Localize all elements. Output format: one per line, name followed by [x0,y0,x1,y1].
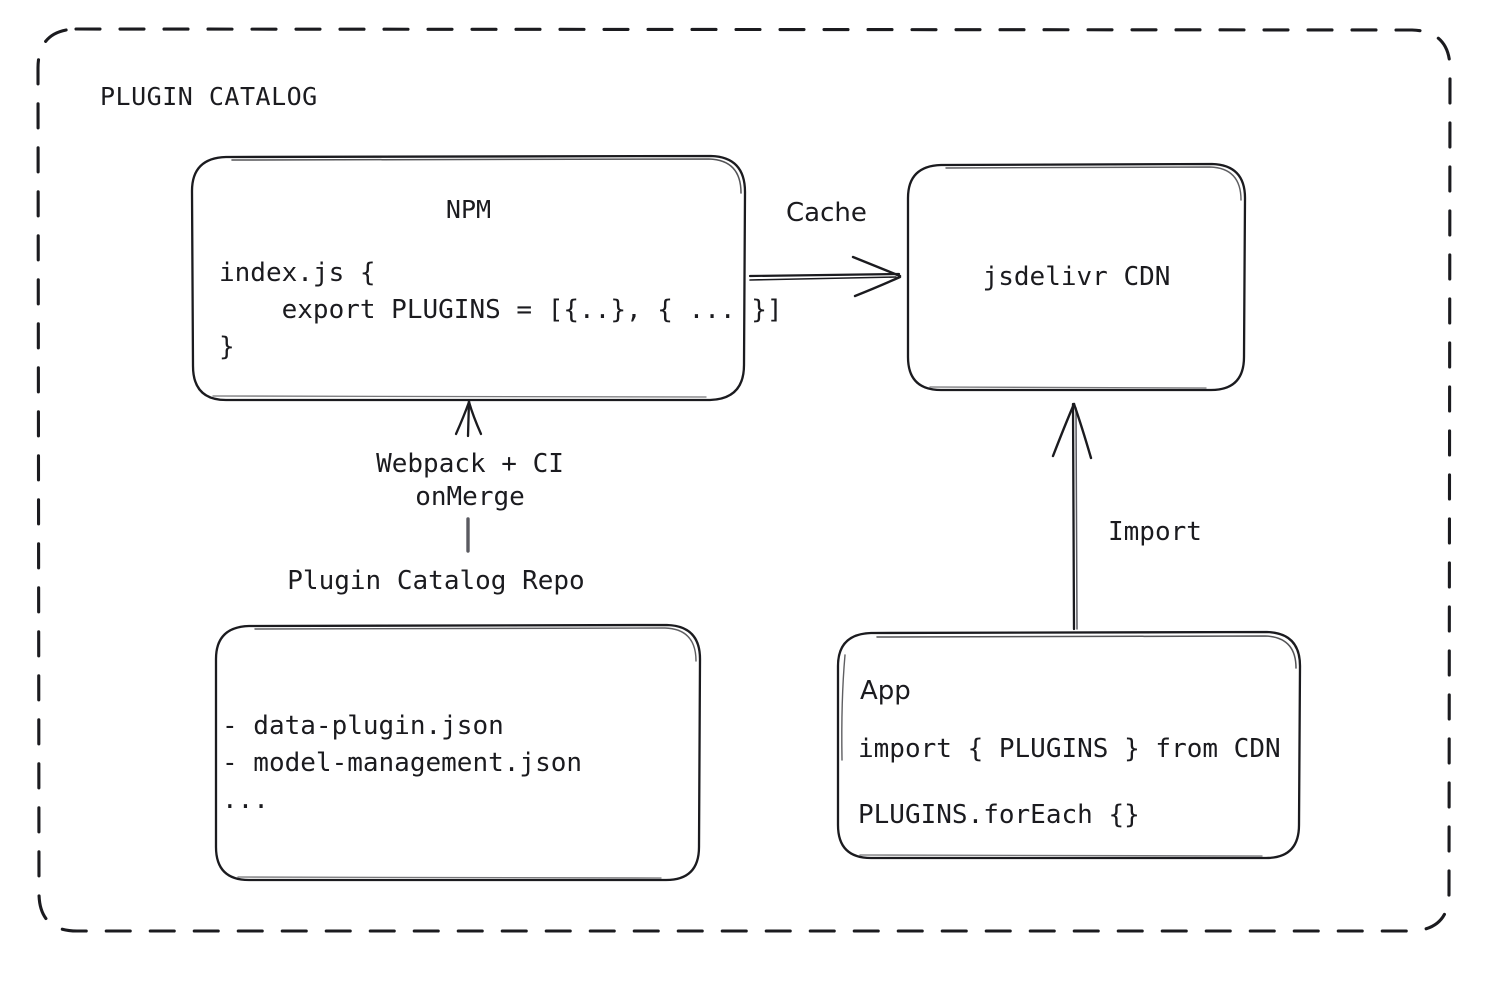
cache-edge-label: Cache [786,198,867,228]
cache-edge[interactable] [748,258,903,298]
app-node-title: App [860,676,911,706]
npm-node-title: NPM [445,195,492,224]
repo-node[interactable] [216,625,700,880]
cdn-node-title: jsdelivr CDN [982,262,1171,292]
build-edge[interactable] [455,400,485,555]
app-node[interactable] [838,632,1300,858]
npm-node[interactable] [192,156,745,400]
import-edge-label: Import [1108,517,1202,547]
npm-code-block: index.js { export PLUGINS = [{..}, { ...… [219,258,783,362]
repo-node-caption: Plugin Catalog Repo [287,566,585,596]
app-code-import-line: import { PLUGINS } from CDN [858,734,1281,764]
repo-file-list: - data-plugin.json - model-management.js… [222,711,583,815]
cdn-node[interactable] [908,164,1245,390]
import-edge[interactable] [1050,402,1082,632]
group-title: PLUGIN CATALOG [100,82,318,111]
build-edge-label: Webpack + CI onMerge [376,449,564,513]
app-code-foreach-line: PLUGINS.forEach {} [858,800,1140,830]
